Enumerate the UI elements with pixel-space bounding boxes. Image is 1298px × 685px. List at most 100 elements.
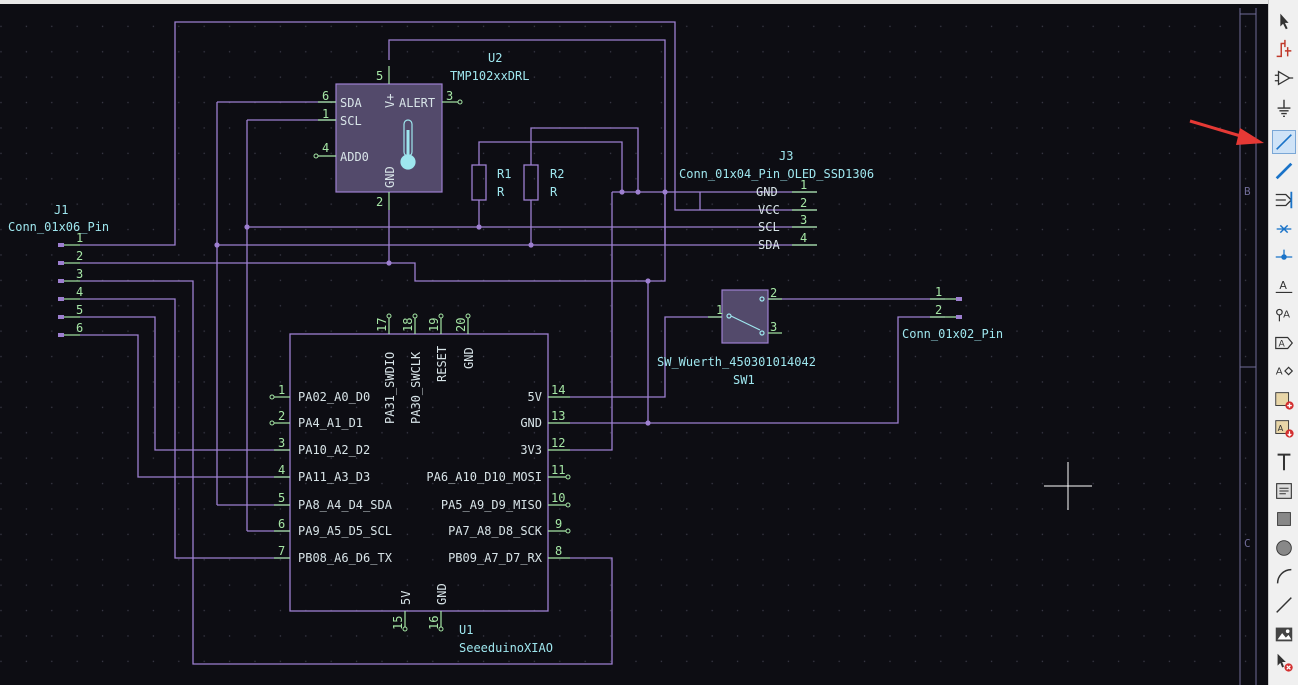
u1-pin-name: PB08_A6_D6_TX	[298, 551, 393, 565]
select-arrow-tool-button[interactable]	[1272, 9, 1296, 33]
add-symbol-tool-button[interactable]	[1272, 66, 1296, 90]
j3-pin-name: VCC	[758, 203, 780, 217]
u1-pin-name: GND	[462, 347, 476, 369]
delete-tool-tool-button[interactable]	[1272, 650, 1296, 674]
bus-entry-tool-button[interactable]	[1272, 188, 1296, 212]
hierarchical-label-tool-button[interactable]: A	[1272, 331, 1296, 355]
text-tool-button[interactable]	[1272, 450, 1296, 474]
u1-pin-name: RESET	[435, 346, 449, 382]
text-box-icon	[1276, 483, 1292, 499]
j1-pin-num: 3	[76, 267, 83, 281]
u2-pin-name: ADD0	[340, 150, 369, 164]
import-sheet-pin-tool-button[interactable]: A	[1272, 416, 1296, 440]
u1-pin-num: 11	[551, 463, 565, 477]
j2-connector-symbol[interactable]	[930, 297, 962, 319]
j3-pin-name: GND	[756, 185, 778, 199]
add-bus-icon	[1275, 162, 1293, 180]
wires[interactable]	[80, 21, 945, 665]
u2-pin-num: 1	[322, 107, 329, 121]
u1-pin-num: 6	[278, 517, 285, 531]
add-wire-icon	[1276, 134, 1292, 150]
directive-label-icon: A	[1276, 366, 1294, 378]
u1-pin-num: 15	[391, 616, 405, 630]
sw1-pin-num: 3	[770, 320, 777, 334]
u2-pin-name: GND	[383, 166, 397, 188]
add-power-tool-button[interactable]	[1272, 96, 1296, 120]
u1-pin-num: 10	[551, 491, 565, 505]
net-label-tool-button[interactable]: A	[1272, 274, 1296, 298]
u1-seeeduino-xiao-symbol[interactable]	[269, 313, 571, 632]
add-wire-tool-button[interactable]	[1272, 130, 1296, 154]
schematic-canvas[interactable]: B C	[0, 0, 1268, 685]
window-edge	[0, 0, 1268, 4]
u2-reference: U2	[488, 51, 502, 65]
r1-value: R	[497, 185, 505, 199]
j1-pin-num: 2	[76, 249, 83, 263]
u2-tmp102-symbol[interactable]	[313, 66, 463, 210]
j3-pin-name: SCL	[758, 220, 780, 234]
u1-pin-num: 8	[555, 544, 562, 558]
zone-label-b: B	[1244, 185, 1251, 198]
line-tool-button[interactable]	[1272, 593, 1296, 617]
u1-pin-num: 5	[278, 491, 285, 505]
u1-pin-name: PB09_A7_D7_RX	[448, 551, 543, 565]
j3-pin-num: 2	[800, 196, 807, 210]
u1-pin-num: 3	[278, 436, 285, 450]
u1-pin-name: PA8_A4_D4_SDA	[298, 498, 393, 512]
u2-value: TMP102xxDRL	[450, 69, 529, 83]
add-symbol-icon	[1274, 70, 1294, 86]
image-icon	[1275, 627, 1293, 642]
j1-connector-symbol[interactable]	[58, 243, 80, 337]
u2-pin-num: 5	[376, 69, 383, 83]
import-sheet-pin-icon: A	[1275, 420, 1294, 438]
svg-text:A: A	[1276, 367, 1283, 378]
bus-entry-icon	[1275, 191, 1293, 209]
r1-reference: R1	[497, 167, 511, 181]
j3-pin-num: 1	[800, 178, 807, 192]
circle-tool-button[interactable]	[1272, 536, 1296, 560]
u1-pin-name: PA02_A0_D0	[298, 390, 370, 404]
u1-pin-num: 9	[555, 517, 562, 531]
u1-pin-num: 13	[551, 409, 565, 423]
u1-pin-name: GND	[520, 416, 542, 430]
hierarchical-label-icon: A	[1275, 336, 1294, 350]
delete-tool-icon	[1277, 653, 1293, 672]
u2-pin-num: 2	[376, 195, 383, 209]
svg-text:A: A	[1279, 339, 1286, 350]
add-sheet-tool-button[interactable]	[1272, 388, 1296, 412]
select-arrow-icon	[1280, 13, 1289, 30]
image-tool-button[interactable]	[1272, 622, 1296, 646]
directive-label-tool-button[interactable]: A	[1272, 359, 1296, 383]
j3-pin-num: 3	[800, 213, 807, 227]
no-connect-tool-button[interactable]	[1272, 217, 1296, 241]
j1-pin-num: 4	[76, 285, 83, 299]
red-arrow-annotation	[1189, 119, 1264, 145]
u1-pin-name: PA7_A8_D8_SCK	[448, 524, 543, 538]
u1-reference: U1	[459, 623, 473, 637]
r2-resistor-symbol[interactable]	[523, 164, 539, 201]
u1-pin-num: 18	[401, 318, 415, 332]
rectangle-tool-button[interactable]	[1272, 507, 1296, 531]
r1-resistor-symbol[interactable]	[471, 164, 487, 201]
u1-pin-name: GND	[435, 583, 449, 605]
text-box-tool-button[interactable]	[1272, 479, 1296, 503]
thermometer-icon	[400, 119, 416, 170]
junction-tool-button[interactable]	[1272, 245, 1296, 269]
highlight-net-tool-button[interactable]	[1272, 37, 1296, 61]
add-power-icon	[1277, 99, 1291, 117]
j1-pin-num: 1	[76, 231, 83, 245]
j1-pin-num: 5	[76, 303, 83, 317]
add-bus-tool-button[interactable]	[1272, 159, 1296, 183]
u2-pin-num: 3	[446, 89, 453, 103]
sw1-switch-symbol[interactable]	[708, 289, 782, 344]
global-label-tool-button[interactable]: A	[1272, 302, 1296, 326]
add-sheet-icon	[1275, 392, 1294, 410]
j3-connector-symbol[interactable]	[792, 191, 817, 246]
u1-pin-name: PA6_A10_D10_MOSI	[426, 470, 542, 484]
arc-tool-button[interactable]	[1272, 564, 1296, 588]
line-icon	[1276, 597, 1292, 613]
u2-pin-name: SDA	[340, 96, 362, 110]
sw1-pin-num: 2	[770, 286, 777, 300]
u1-pin-num: 14	[551, 383, 565, 397]
svg-text:A: A	[1278, 423, 1284, 433]
